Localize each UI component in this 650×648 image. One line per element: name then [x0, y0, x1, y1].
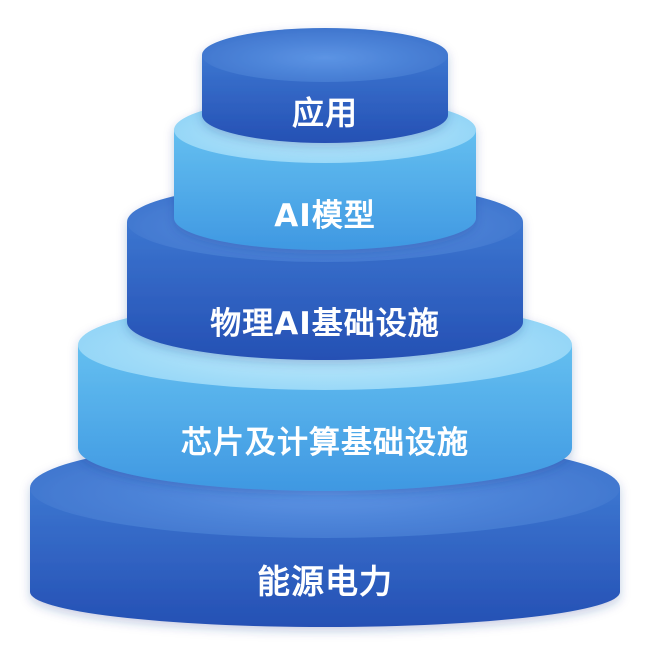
- tier-label: 物理AI基础设施: [210, 306, 440, 342]
- tier-label: AI模型: [274, 198, 376, 234]
- tier-applications: 应用: [202, 28, 448, 143]
- tier-label: 芯片及计算基础设施: [181, 425, 469, 461]
- tier-label: 能源电力: [257, 562, 393, 601]
- tier-top: [202, 28, 448, 82]
- tier-label: 应用: [292, 94, 358, 132]
